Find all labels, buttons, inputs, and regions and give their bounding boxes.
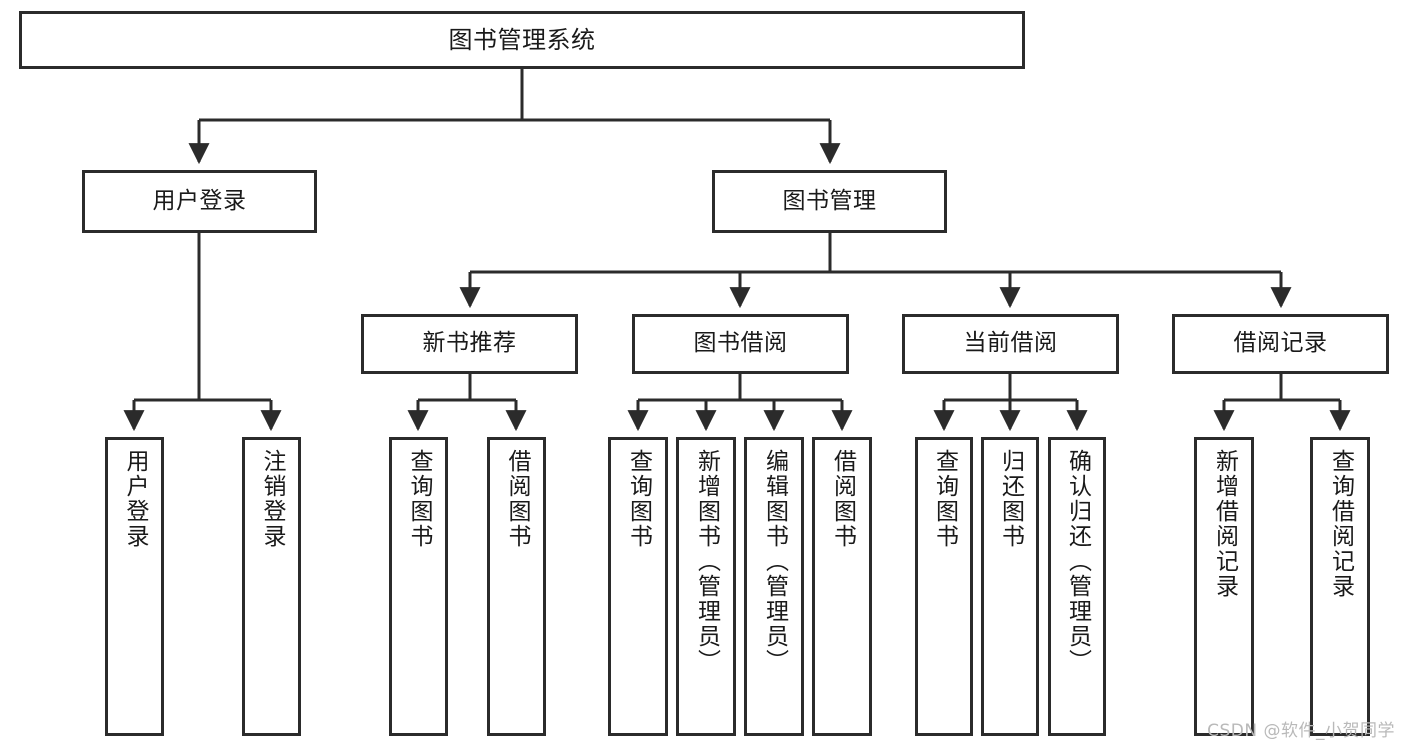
node-new-book-recommend-label: 新书推荐 <box>422 330 517 357</box>
node-book-borrow[interactable]: 图书借阅 <box>632 314 849 374</box>
node-root[interactable]: 图书管理系统 <box>19 11 1025 69</box>
leaf-user-login[interactable]: 用户登录 <box>105 437 164 736</box>
leaf-user-logout[interactable]: 注销登录 <box>242 437 301 736</box>
leaf-newbook-query-book-label: 查询图书 <box>406 449 432 549</box>
leaf-bookborrow-add-book-admin[interactable]: 新增图书（管理员） <box>676 437 736 736</box>
leaf-bookborrow-edit-book-admin[interactable]: 编辑图书（管理员） <box>744 437 804 736</box>
leaf-newbook-borrow-book[interactable]: 借阅图书 <box>487 437 546 736</box>
node-root-label: 图书管理系统 <box>448 25 596 54</box>
node-book-management-label: 图书管理 <box>782 187 877 214</box>
leaf-newbook-borrow-book-label: 借阅图书 <box>504 449 530 549</box>
leaf-user-logout-label: 注销登录 <box>259 449 285 549</box>
node-new-book-recommend[interactable]: 新书推荐 <box>361 314 578 374</box>
node-current-borrow-label: 当前借阅 <box>963 330 1058 357</box>
leaf-bookborrow-query-book[interactable]: 查询图书 <box>608 437 668 736</box>
leaf-bookborrow-borrow-book[interactable]: 借阅图书 <box>812 437 872 736</box>
leaf-borrowrecord-query-record[interactable]: 查询借阅记录 <box>1310 437 1370 736</box>
node-user-login[interactable]: 用户登录 <box>82 170 317 233</box>
leaf-borrowrecord-query-record-label: 查询借阅记录 <box>1327 449 1354 599</box>
node-borrow-record-label: 借阅记录 <box>1233 330 1328 357</box>
leaf-user-login-label: 用户登录 <box>122 449 148 549</box>
leaf-newbook-query-book[interactable]: 查询图书 <box>389 437 448 736</box>
node-book-borrow-label: 图书借阅 <box>693 330 788 357</box>
node-borrow-record[interactable]: 借阅记录 <box>1172 314 1389 374</box>
node-current-borrow[interactable]: 当前借阅 <box>902 314 1119 374</box>
leaf-currentborrow-query-book[interactable]: 查询图书 <box>915 437 973 736</box>
leaf-currentborrow-confirm-return-admin[interactable]: 确认归还（管理员） <box>1048 437 1106 736</box>
leaf-bookborrow-edit-book-admin-label: 编辑图书（管理员） <box>761 449 788 674</box>
leaf-borrowrecord-add-record[interactable]: 新增借阅记录 <box>1194 437 1254 736</box>
leaf-currentborrow-return-book[interactable]: 归还图书 <box>981 437 1039 736</box>
leaf-borrowrecord-add-record-label: 新增借阅记录 <box>1211 449 1238 599</box>
leaf-currentborrow-query-book-label: 查询图书 <box>931 449 958 549</box>
node-book-management[interactable]: 图书管理 <box>712 170 947 233</box>
csdn-watermark: CSDN @软件_小贺同学 <box>1207 721 1395 741</box>
leaf-currentborrow-confirm-return-admin-label: 确认归还（管理员） <box>1064 449 1091 674</box>
leaf-bookborrow-borrow-book-label: 借阅图书 <box>829 449 856 549</box>
leaf-bookborrow-add-book-admin-label: 新增图书（管理员） <box>693 449 720 674</box>
leaf-currentborrow-return-book-label: 归还图书 <box>997 449 1024 549</box>
node-user-login-label: 用户登录 <box>152 187 247 214</box>
leaf-bookborrow-query-book-label: 查询图书 <box>625 449 652 549</box>
